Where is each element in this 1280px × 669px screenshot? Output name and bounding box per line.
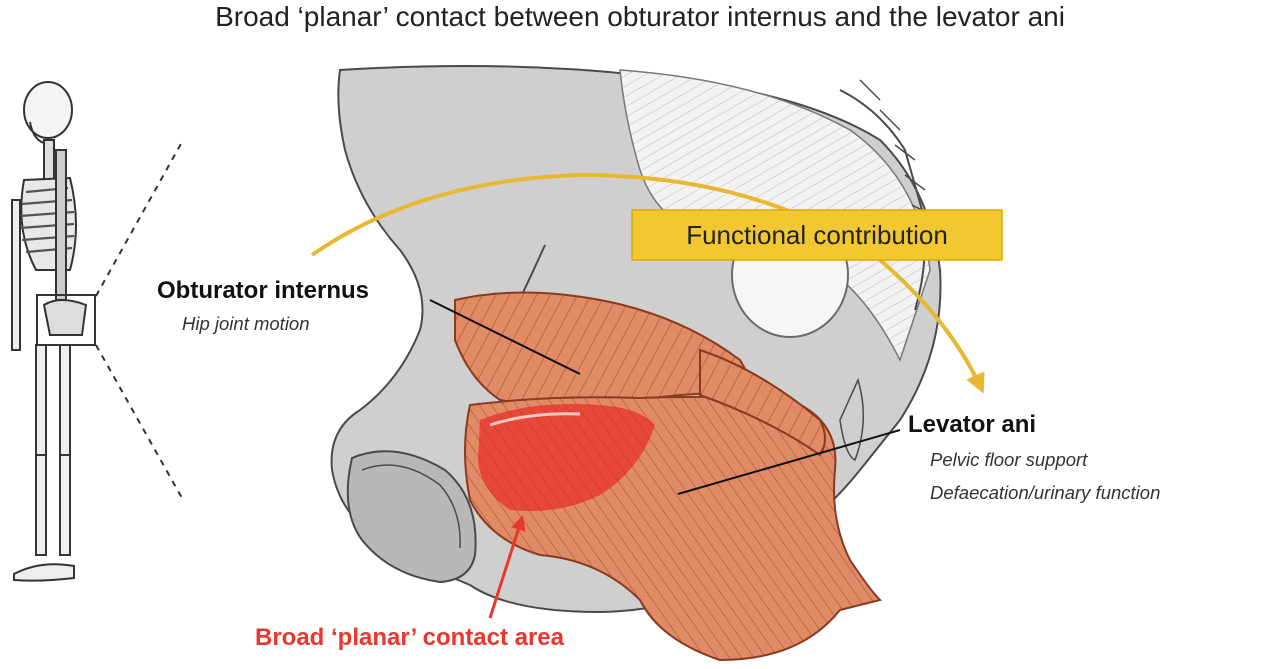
contact-label: Broad ‘planar’ contact area	[255, 624, 565, 651]
obturator-desc: Hip joint motion	[182, 313, 310, 334]
contact-area	[478, 404, 655, 511]
levator-desc-2: Defaecation/urinary function	[930, 482, 1160, 503]
skeleton-icon	[11, 81, 96, 582]
contact-arrow	[488, 515, 526, 619]
obturator-internus-muscle	[454, 291, 762, 406]
functional-arrow	[310, 172, 985, 394]
figure-title: Broad ‘planar’ contact between obturator…	[215, 1, 1065, 32]
functional-label: Functional contribution	[686, 220, 948, 250]
functional-box	[631, 209, 1003, 261]
zoom-line-bottom	[95, 344, 183, 499]
obturator-label: Obturator internus	[157, 277, 369, 304]
obturator-leader	[429, 299, 581, 375]
levator-label: Levator ani	[908, 411, 1036, 438]
levator-leader	[677, 429, 901, 495]
levator-desc-1: Pelvic floor support	[930, 449, 1088, 470]
zoom-line-top	[95, 141, 183, 297]
